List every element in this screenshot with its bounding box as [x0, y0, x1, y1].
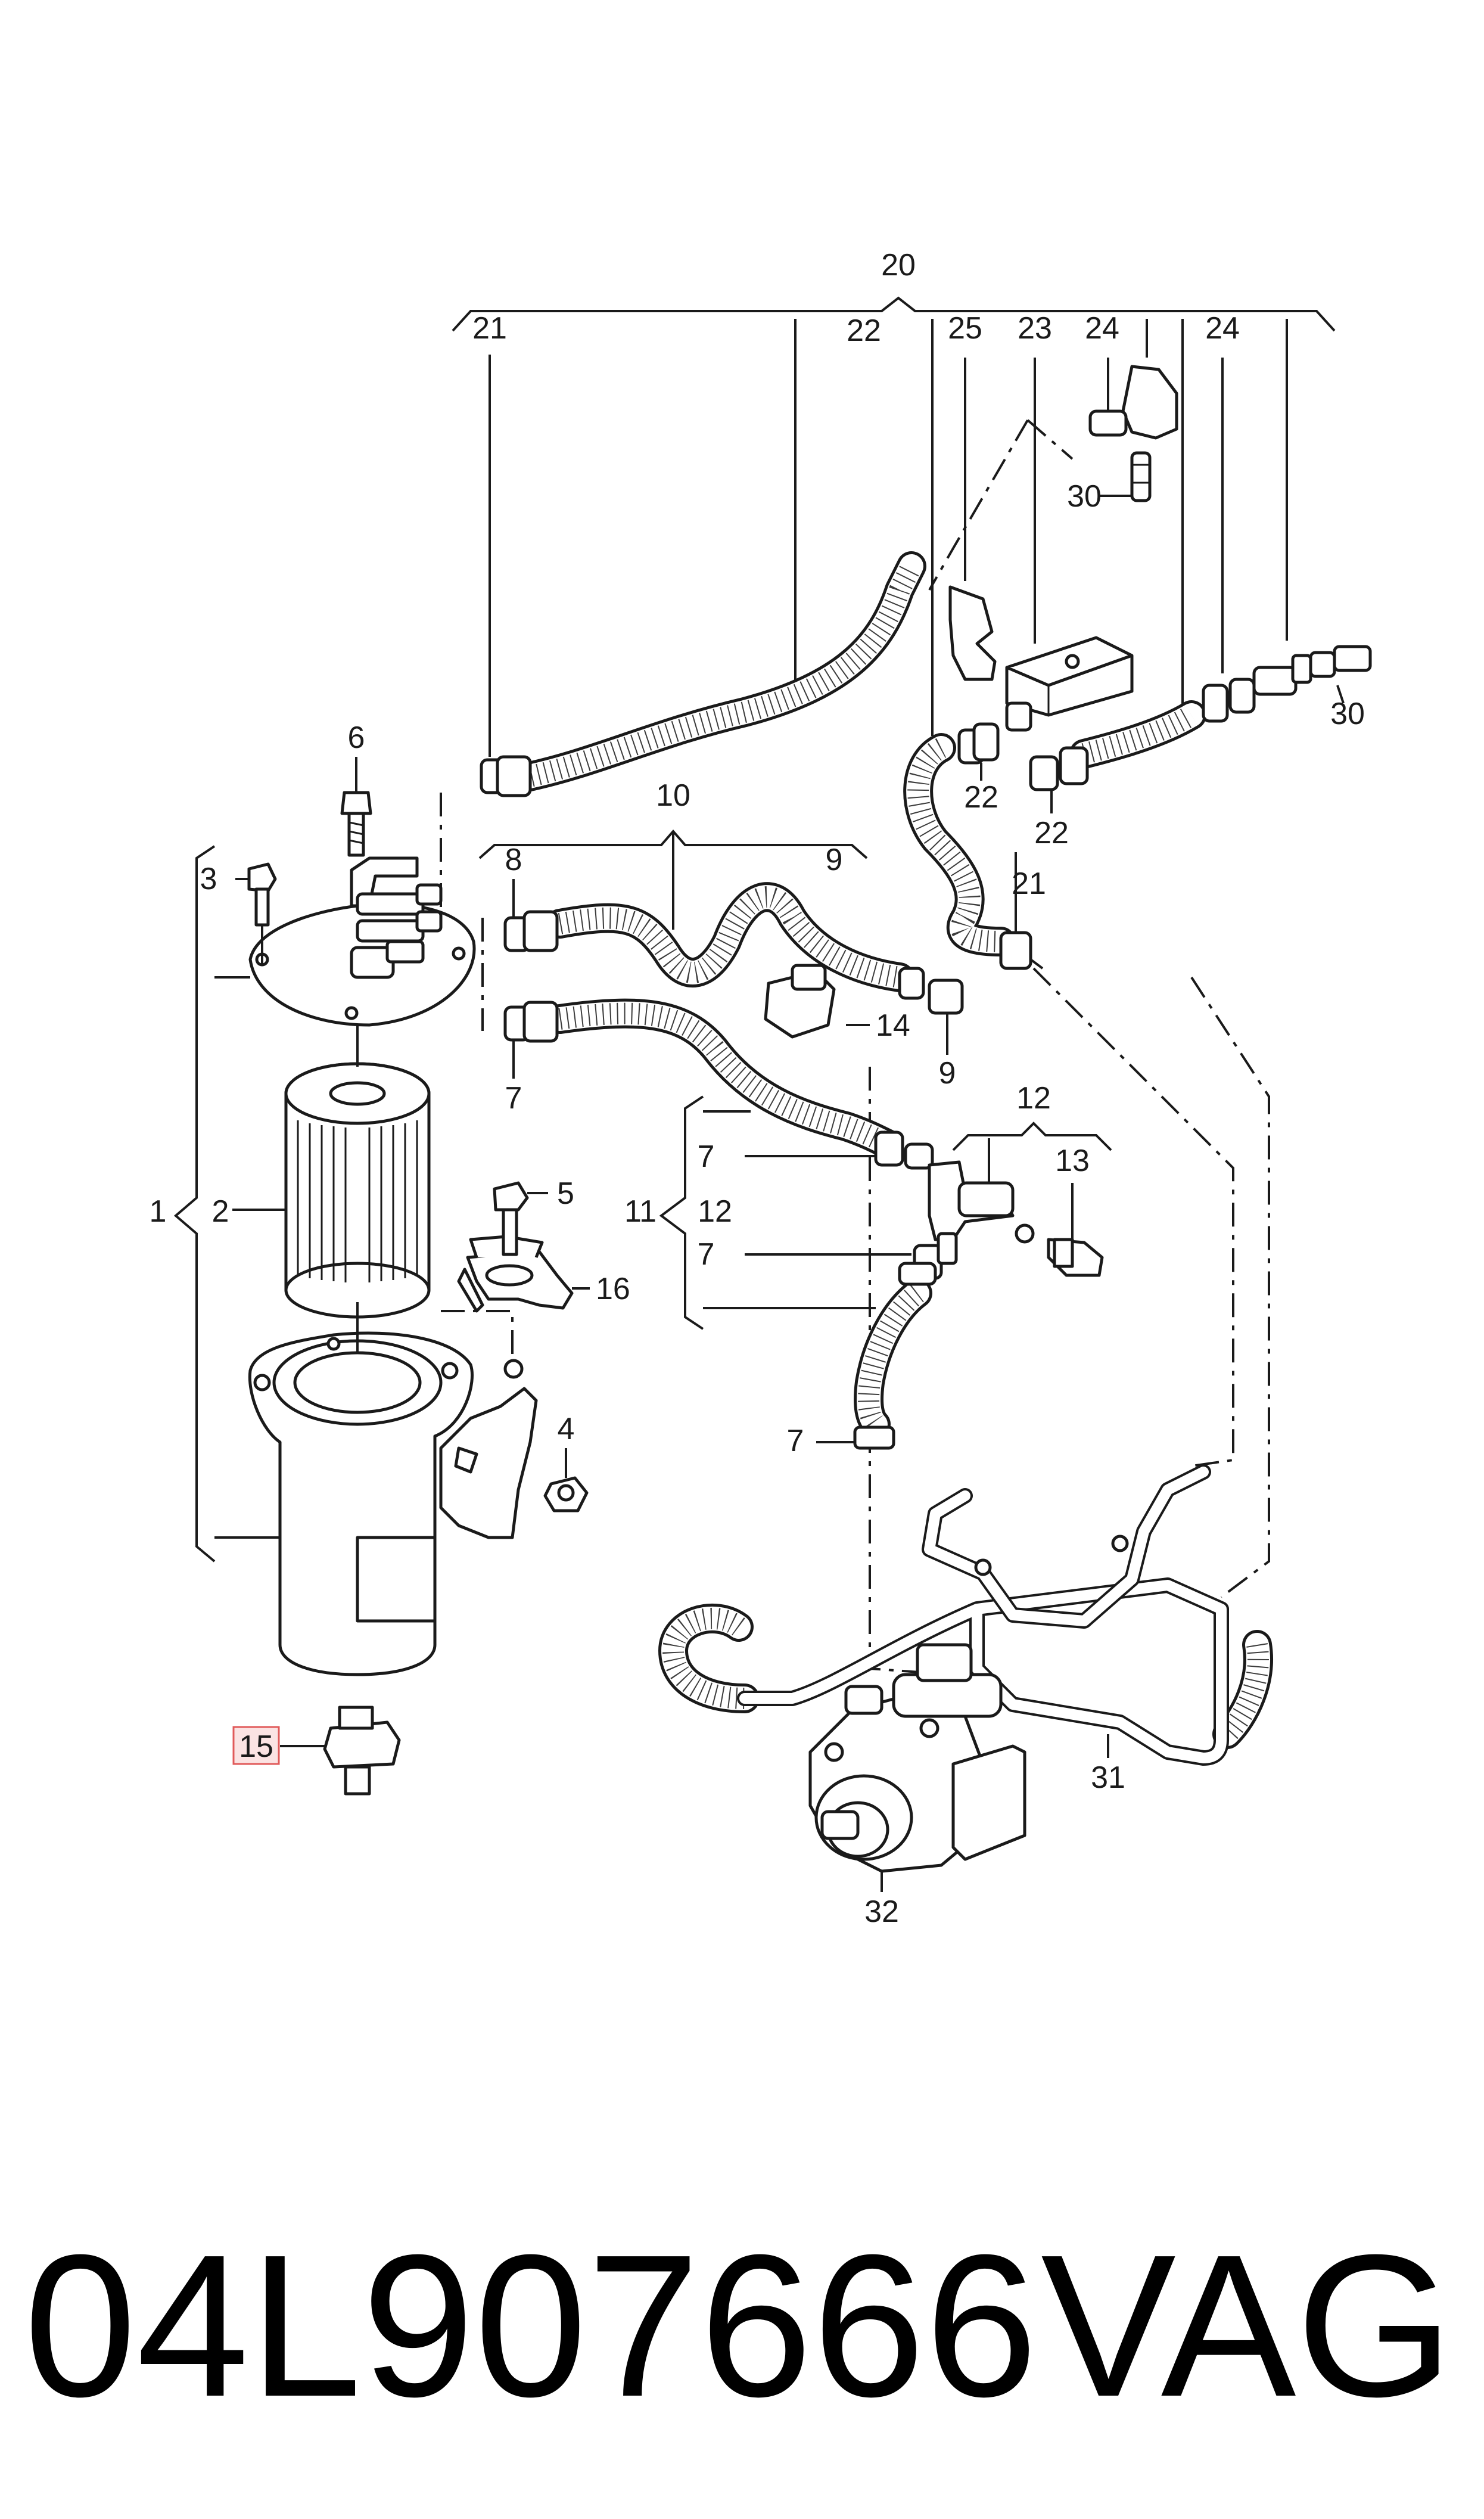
hose-21-top: [509, 551, 926, 793]
bracket-10: [478, 829, 868, 930]
brace-11: [659, 1095, 911, 1330]
brand-label: VAG: [1041, 2213, 1454, 2439]
clamp-24: [1202, 678, 1256, 723]
filter-element-2: [284, 1025, 431, 1319]
callout-2: 2: [212, 1194, 229, 1229]
callout-4: 4: [558, 1412, 575, 1446]
filter-housing: [248, 1302, 474, 1676]
clamps: [480, 678, 1256, 1450]
callout-8: 8: [505, 843, 522, 877]
bracket-20: [452, 296, 1336, 332]
pipe-31: [737, 1464, 1229, 1766]
callout-30: 30: [1330, 697, 1365, 731]
callout-13: 13: [1055, 1144, 1090, 1178]
callout-22: 22: [1034, 816, 1069, 850]
callout-31: 31: [1091, 1760, 1125, 1795]
clamp-22-right: [1029, 746, 1089, 791]
callout-20: 20: [881, 248, 916, 282]
callout-9: 9: [939, 1056, 956, 1091]
brace-1: [173, 845, 286, 1563]
callout-21: 21: [472, 311, 507, 346]
hose-10: [545, 882, 914, 992]
callout-3: 3: [200, 862, 217, 896]
nut-4: [543, 1448, 589, 1512]
hose-21-right: [903, 733, 1016, 956]
clamp-7-bottom: [853, 1425, 895, 1450]
pump-32: [808, 1643, 1026, 1892]
hose-pump-left: [658, 1604, 760, 1713]
clamp-9: [898, 967, 964, 1015]
callout-14: 14: [876, 1008, 910, 1043]
callout-labels: 20 21 22 25 23 24 24 30 30 22 22 21 6 10…: [150, 248, 1365, 1929]
clamp-21-right: [999, 931, 1032, 970]
bolt-3: [235, 862, 277, 965]
clamp-21-left: [480, 755, 532, 797]
bracket-12: [952, 1122, 1112, 1151]
hose-pump-right: [1212, 1630, 1273, 1749]
hose-22-right: [1069, 700, 1206, 769]
callout-30: 30: [1067, 479, 1102, 514]
callout-24: 24: [1205, 311, 1240, 346]
connector-30: [1252, 645, 1372, 696]
callout-23: 23: [1018, 311, 1052, 346]
callout-1: 1: [150, 1194, 167, 1229]
sensor-15: [280, 1706, 401, 1796]
callout-21: 21: [1012, 866, 1046, 901]
clamp-14: [764, 964, 836, 1039]
callout-16: 16: [596, 1272, 630, 1306]
callout-10: 10: [656, 778, 690, 813]
callout-11: 11: [624, 1194, 657, 1229]
callout-12: 12: [698, 1194, 732, 1229]
part-number: 04L907666: [24, 2213, 1038, 2439]
callout-25: 25: [948, 311, 982, 346]
sensor-13: [1015, 1183, 1104, 1277]
clamp-7-mid: [874, 1130, 934, 1170]
bracket-16: [457, 1235, 590, 1313]
clamp-7-top: [503, 1001, 559, 1043]
footer: 04L907666 VAG: [24, 2213, 1454, 2439]
callout-7: 7: [787, 1424, 804, 1458]
clamp-7-low: [898, 1244, 943, 1286]
highlight-box: [232, 1726, 280, 1765]
callout-22: 22: [847, 313, 881, 348]
callout-7: 7: [698, 1237, 715, 1272]
callout-7: 7: [505, 1081, 522, 1116]
callout-5: 5: [557, 1176, 574, 1211]
mount-bracket: [439, 1359, 538, 1539]
callout-6: 6: [348, 720, 365, 755]
hose-lower-7: [854, 1278, 932, 1439]
t-connector-12: [928, 1138, 1015, 1265]
misc-leaders: [512, 763, 1109, 1758]
callout-9: 9: [826, 843, 843, 877]
callout-15: 15: [239, 1729, 273, 1764]
callout-12: 12: [1016, 1081, 1051, 1116]
filter-head: [248, 856, 476, 1027]
callout-7: 7: [698, 1139, 715, 1174]
bolt-6: [340, 757, 372, 857]
top-leaders: [489, 319, 1345, 757]
callout-15-highlight[interactable]: 15: [232, 1726, 280, 1765]
bracket-25: [948, 585, 997, 681]
clamp-22-mid: [957, 722, 1000, 765]
component-23: [1005, 636, 1134, 732]
elbow-24: [1088, 365, 1178, 502]
callout-32: 32: [864, 1894, 899, 1929]
bolt-5: [493, 1181, 548, 1256]
callout-22: 22: [964, 780, 998, 815]
hose-11: [545, 998, 903, 1159]
clamp-8: [503, 910, 559, 952]
callout-24: 24: [1085, 311, 1119, 346]
